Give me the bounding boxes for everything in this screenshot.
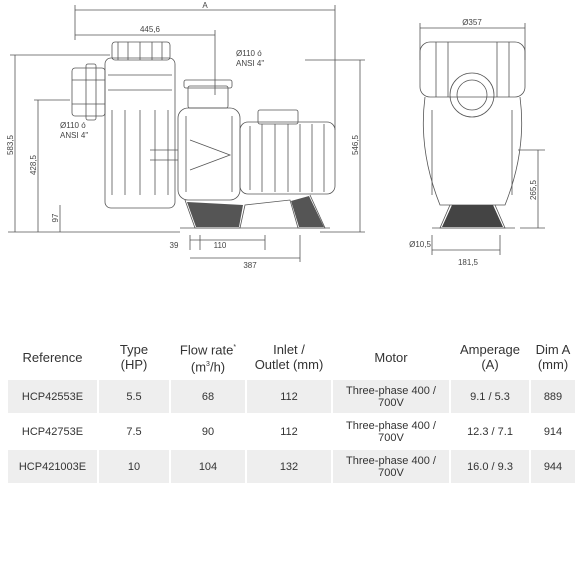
cell-dim-a: 914 xyxy=(529,413,575,449)
cell-amperage: 12.3 / 7.1 xyxy=(449,413,530,449)
inlet-dia-label: Ø110 ó xyxy=(60,121,86,130)
cell-flow: 104 xyxy=(169,448,246,483)
table-row: HCP42553E 5.5 68 112 Three-phase 400 / 7… xyxy=(8,380,575,414)
table-row: HCP421003E 10 104 132 Three-phase 400 / … xyxy=(8,448,575,483)
dim-110: 110 xyxy=(214,241,227,250)
cell-inlet-outlet: 132 xyxy=(245,448,332,483)
cell-type: 7.5 xyxy=(97,413,170,449)
outlet-ansi-label: ANSI 4" xyxy=(236,59,264,68)
header-inlet-outlet: Inlet /Outlet (mm) xyxy=(245,334,332,380)
dim-387: 387 xyxy=(243,261,257,270)
cell-motor: Three-phase 400 / 700V xyxy=(331,380,450,414)
dim-583: 583,5 xyxy=(6,134,15,155)
dim-546: 546,5 xyxy=(351,134,360,155)
dim-428: 428,5 xyxy=(29,154,38,175)
pump-drawing-svg: A 445,6 583,5 428,5 97 39 110 387 546,5 … xyxy=(6,1,545,270)
spec-table: Reference Type(HP) Flow rate*(m3/h) Inle… xyxy=(8,334,575,483)
header-type: Type(HP) xyxy=(97,334,170,380)
cell-type: 10 xyxy=(97,448,170,483)
dim-445: 445,6 xyxy=(140,25,161,34)
dim-357: Ø357 xyxy=(462,18,482,27)
cell-dim-a: 944 xyxy=(529,448,575,483)
cell-dim-a: 889 xyxy=(529,380,575,414)
outlet-dia-label: Ø110 ó xyxy=(236,49,262,58)
table-row: HCP42753E 7.5 90 112 Three-phase 400 / 7… xyxy=(8,413,575,449)
header-reference: Reference xyxy=(22,349,83,365)
dim-39: 39 xyxy=(170,241,179,250)
header-dim-a: Dim A(mm) xyxy=(529,334,575,380)
cell-amperage: 9.1 / 5.3 xyxy=(449,380,530,414)
dim-a: A xyxy=(202,1,208,10)
cell-flow: 90 xyxy=(169,413,246,449)
cell-reference: HCP421003E xyxy=(8,448,98,483)
dim-97: 97 xyxy=(51,213,60,222)
side-base-fill-right xyxy=(291,196,324,227)
cell-inlet-outlet: 112 xyxy=(245,380,332,414)
header-amperage: Amperage(A) xyxy=(449,334,530,380)
dim-10: Ø10,5 xyxy=(409,240,431,249)
dim-265: 265,5 xyxy=(529,179,538,200)
cell-motor: Three-phase 400 / 700V xyxy=(331,413,450,449)
cell-amperage: 16.0 / 9.3 xyxy=(449,448,530,483)
cell-reference: HCP42553E xyxy=(8,380,98,414)
inlet-ansi-label: ANSI 4" xyxy=(60,131,88,140)
header-flow-rate: Flow rate*(m3/h) xyxy=(169,334,246,380)
cell-type: 5.5 xyxy=(97,380,170,414)
dim-181: 181,5 xyxy=(458,258,479,267)
cell-reference: HCP42753E xyxy=(8,413,98,449)
header-motor: Motor xyxy=(331,334,450,380)
cell-motor: Three-phase 400 / 700V xyxy=(331,448,450,483)
front-base-fill xyxy=(442,205,503,227)
technical-drawing: A 445,6 583,5 428,5 97 39 110 387 546,5 … xyxy=(6,1,545,270)
side-base-fill-left xyxy=(187,202,243,227)
table-header-row: Reference Type(HP) Flow rate*(m3/h) Inle… xyxy=(8,334,575,380)
cell-inlet-outlet: 112 xyxy=(245,413,332,449)
cell-flow: 68 xyxy=(169,380,246,414)
